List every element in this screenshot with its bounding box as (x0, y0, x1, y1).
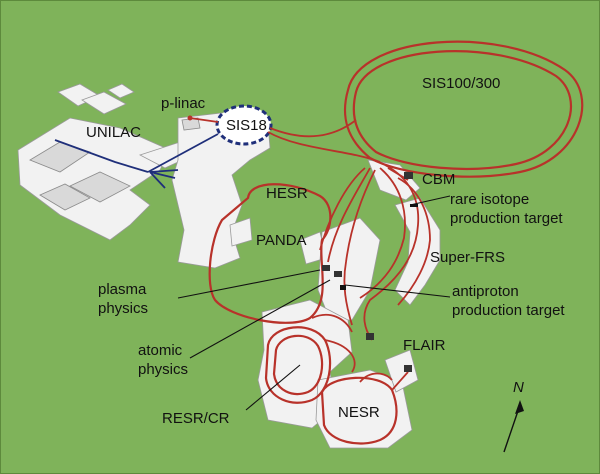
unilac-buildings (17, 83, 201, 241)
label-sis18: SIS18 (226, 117, 267, 134)
resr-cr-rings (264, 313, 356, 404)
label-nesr: NESR (338, 404, 380, 421)
label-cbm: CBM (422, 171, 455, 188)
label-antiproton-1: antiproton (452, 283, 519, 300)
nesr-ring (320, 371, 409, 445)
super-frs-lines (319, 164, 431, 341)
label-hesr: HESR (266, 185, 308, 202)
north-arrow (503, 400, 524, 453)
target-markers (322, 172, 418, 372)
sis18-ring (215, 104, 273, 146)
label-atomic-1: atomic (138, 342, 183, 359)
label-north: N (513, 379, 524, 396)
label-rare-isotope-2: production target (450, 210, 563, 227)
label-flair: FLAIR (403, 337, 446, 354)
label-plasma-1: plasma (98, 281, 147, 298)
label-panda: PANDA (256, 232, 307, 249)
sis18-transfer-line (267, 131, 381, 163)
label-unilac: UNILAC (86, 124, 141, 141)
label-rare-isotope-1: rare isotope (450, 191, 529, 208)
label-p-linac: p-linac (161, 95, 206, 112)
p-linac-beamline (187, 115, 219, 123)
label-sis100-300: SIS100/300 (422, 75, 500, 92)
label-plasma-2: physics (98, 300, 148, 317)
label-resr-cr: RESR/CR (162, 410, 230, 427)
label-antiproton-2: production target (452, 302, 565, 319)
hesr-buildings (229, 217, 327, 265)
label-super-frs: Super-FRS (430, 249, 505, 266)
sis18-to-sis100-line (269, 119, 357, 138)
label-atomic-2: physics (138, 361, 188, 378)
leader-lines (177, 195, 451, 411)
hesr-ring (208, 183, 332, 324)
storage-ring-buildings (257, 299, 419, 449)
unilac-beamline (54, 133, 219, 189)
